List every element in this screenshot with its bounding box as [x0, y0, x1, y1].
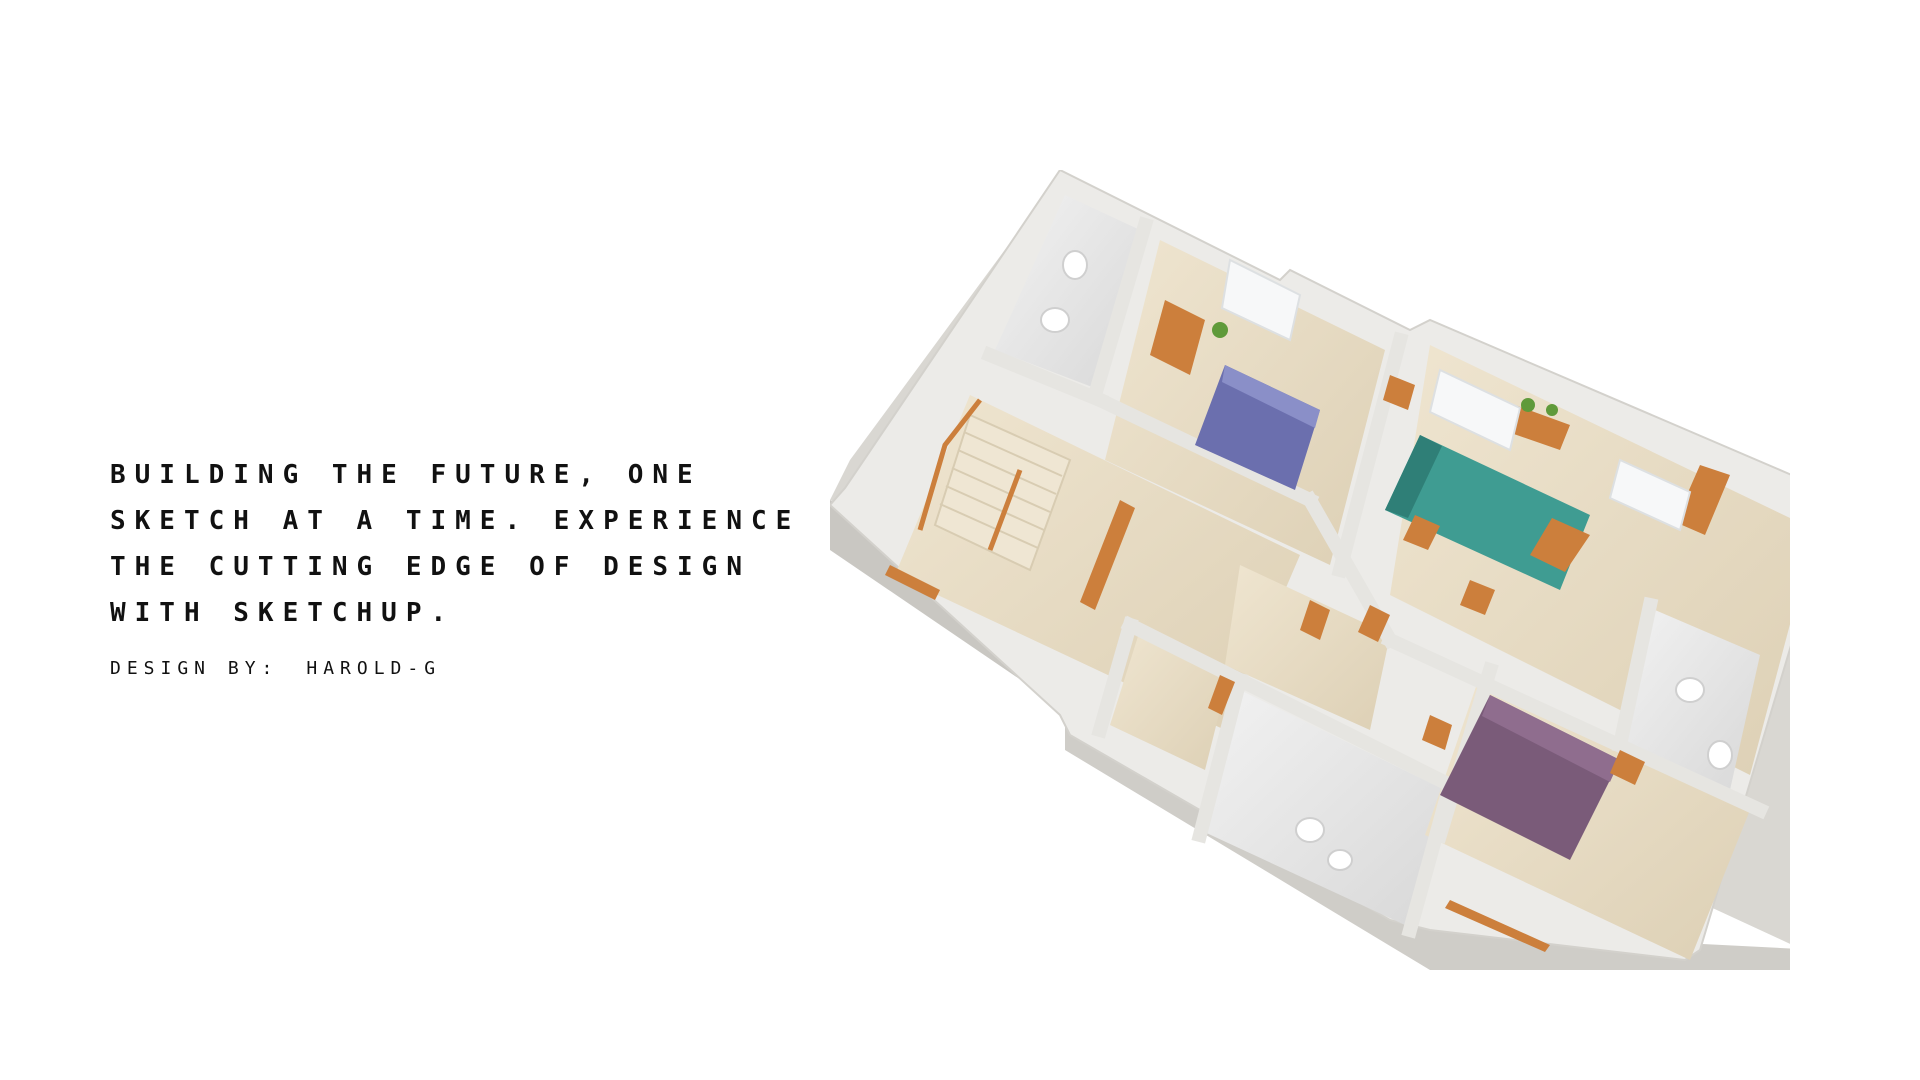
furniture-beds: [1195, 365, 1620, 860]
tagline-line-4: with SketchUp.: [110, 598, 456, 628]
tagline-line-3: the cutting edge of design: [110, 552, 751, 582]
floor-plan-image: [828, 168, 1852, 970]
credit-author: Harold-G: [306, 658, 442, 679]
plants: [1212, 322, 1558, 416]
credit-label: Design by:: [110, 658, 279, 679]
tagline-line-1: Building the future, one: [110, 460, 702, 490]
tagline: Building the future, one sketch at a tim…: [110, 452, 801, 636]
caption-block: Building the future, one sketch at a tim…: [110, 452, 801, 679]
tagline-line-2: sketch at a time. Experience: [110, 506, 801, 536]
staircase: [917, 398, 1072, 572]
furniture-wood: [885, 300, 1730, 952]
designer-credit: Design by: Harold-G: [110, 658, 750, 679]
bathroom-fixtures: [1040, 250, 1733, 871]
windows: [1220, 258, 1692, 532]
floor-plan-render: [828, 168, 1852, 970]
